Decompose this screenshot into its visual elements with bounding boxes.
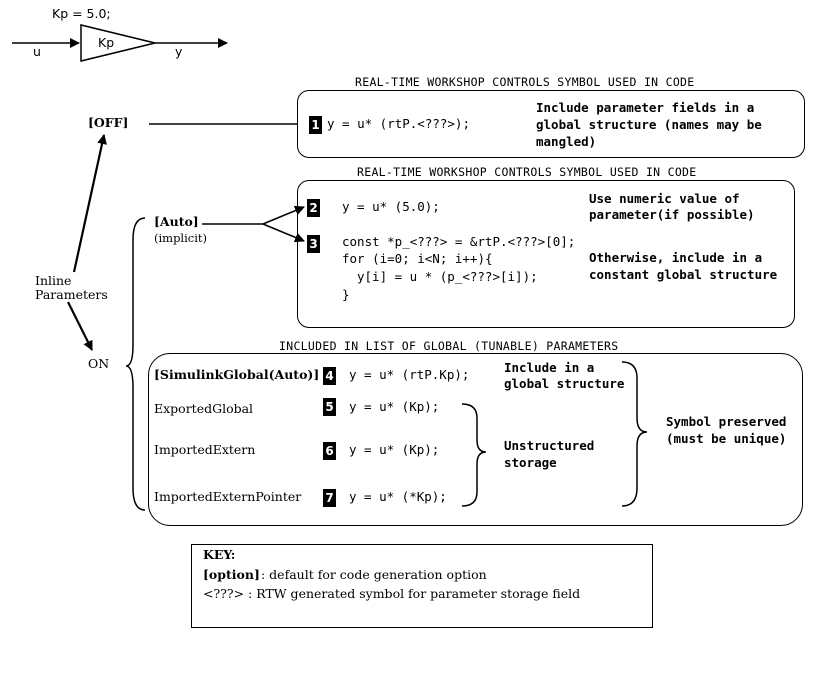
code-3-line-1: const *p_<???> = &rtP.<???>[0]; (342, 234, 576, 249)
code-1: y = u* (rtP.<???>); (327, 116, 470, 131)
unstructured-brace (461, 403, 487, 507)
section2-header: REAL-TIME WORKSHOP CONTROLS SYMBOL USED … (357, 165, 697, 179)
code-3-line-4: } (342, 287, 350, 302)
include-global-1: Include in a (504, 360, 595, 375)
key-title: KEY: (203, 547, 236, 562)
section1-box (297, 90, 805, 158)
unstructured-1: Unstructured (504, 438, 595, 453)
section1-header: REAL-TIME WORKSHOP CONTROLS SYMBOL USED … (355, 75, 695, 89)
code-3-line-2: for (i=0; i<N; i++){ (342, 251, 493, 266)
implicit-label: (implicit) (154, 231, 208, 245)
auto-option-label: [Auto] (154, 214, 199, 229)
key-box (191, 544, 653, 628)
preserved-1: Symbol preserved (666, 414, 787, 429)
output-signal-label: y (175, 44, 183, 59)
section2-desc-2a: Use numeric value of (589, 191, 740, 206)
code-4: y = u* (rtP.Kp); (349, 367, 470, 382)
kp-assignment-label: Kp = 5.0; (52, 6, 111, 21)
key-option-term: [option] (203, 567, 260, 582)
badge-4: 4 (323, 367, 336, 385)
code-3-line-3: y[i] = u * (p_<???>[i]); (357, 269, 538, 284)
preserved-brace (621, 361, 648, 507)
include-global-2: global structure (504, 376, 625, 391)
section3-header: INCLUDED IN LIST OF GLOBAL (TUNABLE) PAR… (279, 339, 619, 353)
arrow-to-on (67, 301, 93, 351)
gain-block-text: Kp (98, 35, 115, 50)
gain-triangle (80, 24, 156, 62)
badge-3: 3 (307, 235, 320, 253)
code-2: y = u* (5.0); (342, 199, 440, 214)
on-brace (125, 217, 146, 511)
row4-label: [SimulinkGlobal(Auto)] (154, 367, 320, 382)
row7-label: ImportedExternPointer (154, 489, 302, 504)
unstructured-2: storage (504, 455, 557, 470)
section2-desc-3b: constant global structure (589, 267, 778, 282)
badge-7: 7 (323, 489, 336, 507)
code-5: y = u* (Kp); (349, 399, 440, 414)
badge-1: 1 (309, 116, 322, 134)
section1-desc-2: global structure (names may be (536, 117, 762, 132)
badge-2: 2 (307, 199, 320, 217)
on-option-label: ON (88, 356, 110, 371)
row5-label: ExportedGlobal (154, 401, 254, 416)
badge-5: 5 (323, 398, 336, 416)
arrow-to-off (72, 134, 107, 273)
input-signal-label: u (33, 44, 41, 59)
section2-desc-3a: Otherwise, include in a (589, 250, 763, 265)
badge-6: 6 (323, 442, 336, 460)
section2-box (297, 180, 795, 328)
section1-desc-3: mangled) (536, 134, 597, 149)
off-option-label: [OFF] (88, 115, 129, 130)
row6-label: ImportedExtern (154, 442, 256, 457)
section1-desc-1: Include parameter fields in a (536, 100, 755, 115)
code-7: y = u* (*Kp); (349, 489, 447, 504)
key-option-desc: : default for code generation option (261, 567, 487, 582)
key-symbol-line: <???> : RTW generated symbol for paramet… (203, 586, 581, 601)
inline-parameters-label-2: Parameters (35, 287, 108, 302)
preserved-2: (must be unique) (666, 431, 787, 446)
section3-box (148, 353, 803, 526)
code-6: y = u* (Kp); (349, 442, 440, 457)
section2-desc-2b: parameter(if possible) (589, 207, 755, 222)
inline-parameters-label-1: Inline (35, 273, 72, 288)
